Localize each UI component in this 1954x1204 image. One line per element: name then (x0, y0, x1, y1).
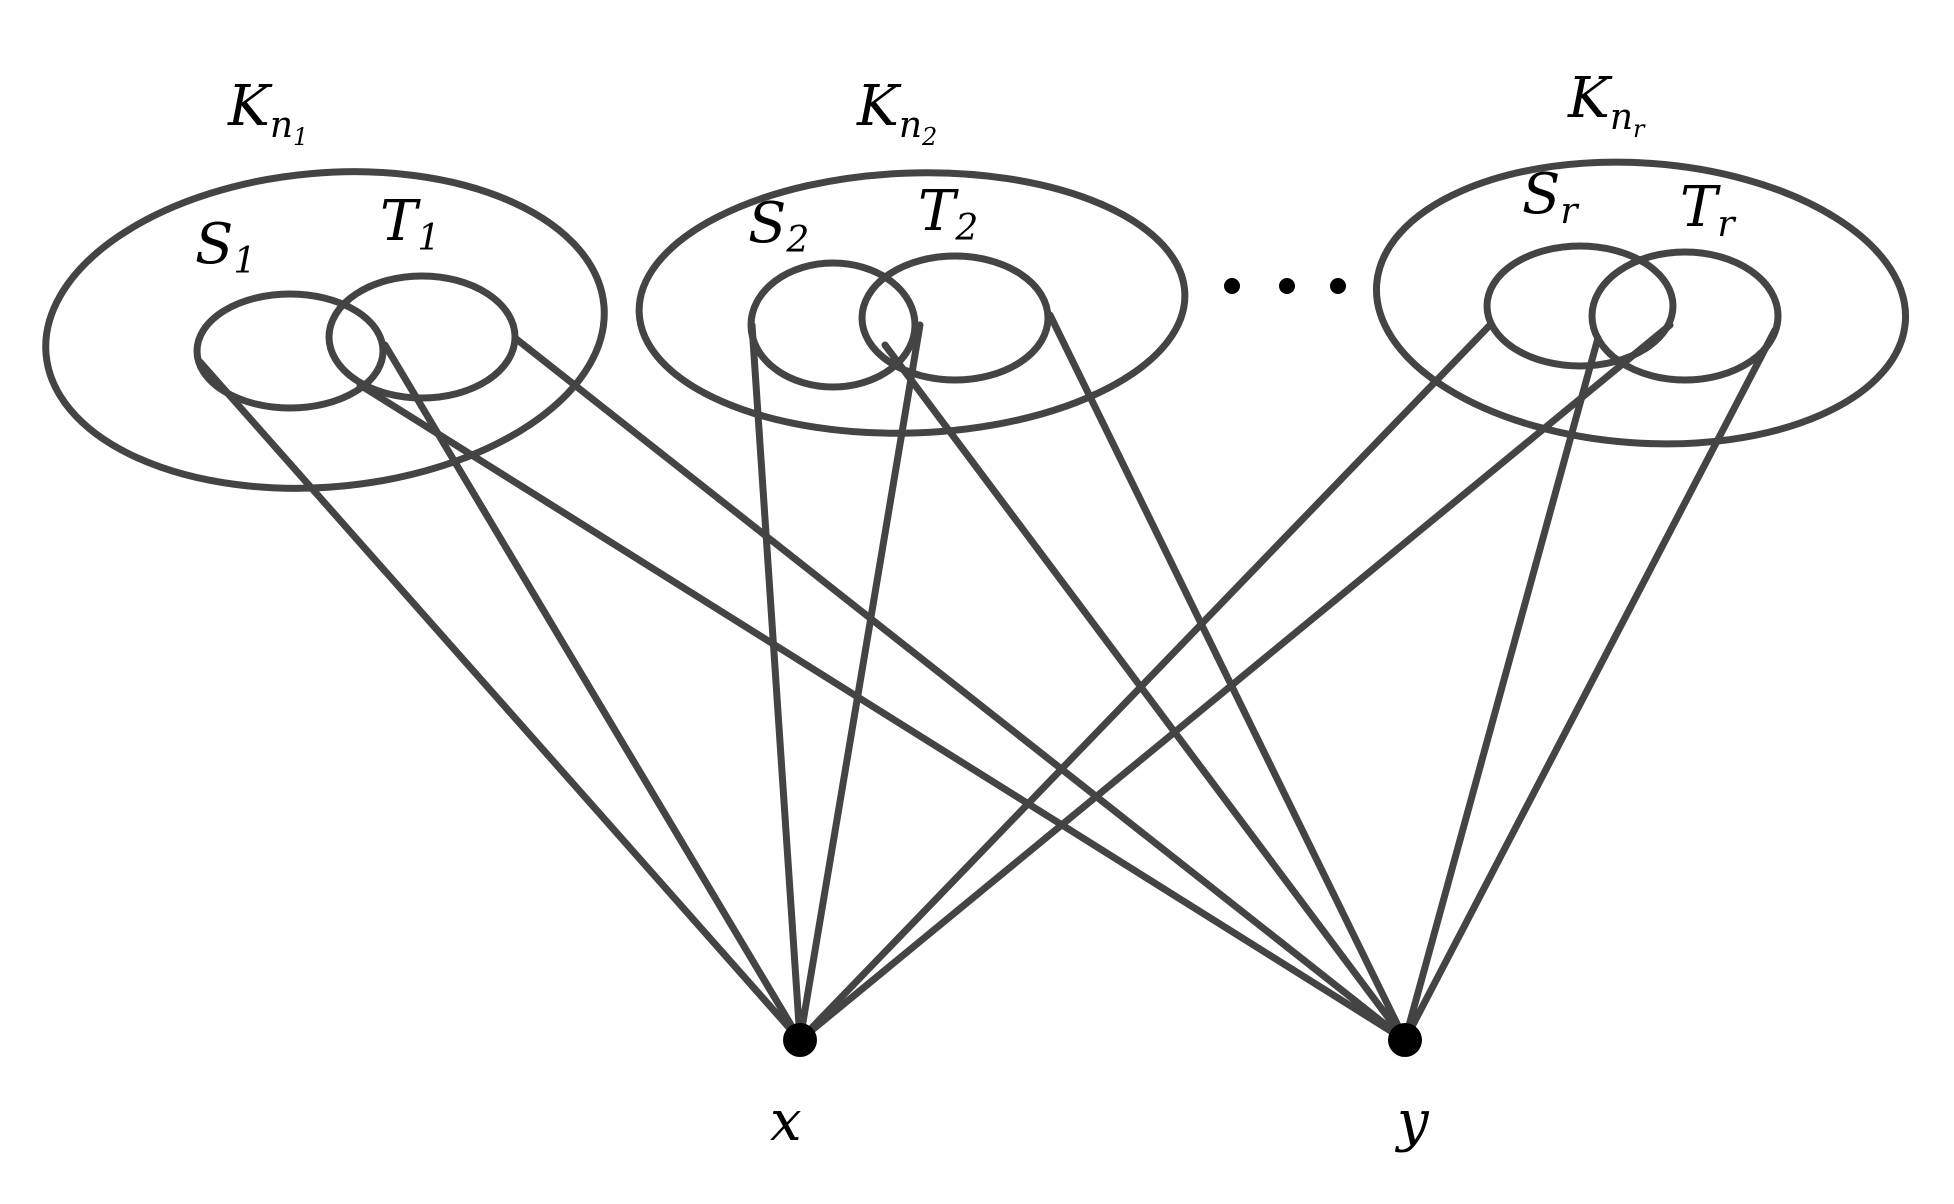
edge-sr-x (796, 321, 1494, 1044)
t2-circle (858, 252, 1052, 384)
ellipsis-dots (1224, 278, 1346, 294)
clique-r (1372, 158, 1910, 448)
vertex-y (1388, 1023, 1422, 1057)
clique-1-label: Kn1 (227, 74, 308, 151)
s1-label: S1 (195, 212, 256, 282)
t2-label: T2 (918, 179, 978, 249)
vertex-x (783, 1023, 817, 1057)
vertex-y-label: y (1394, 1089, 1430, 1154)
edge-sr-y (1401, 334, 1602, 1044)
clique-r-label: Knr (1567, 66, 1646, 143)
clique-r-outer (1372, 158, 1910, 448)
t1-circle (325, 272, 519, 402)
ellipsis-dot (1330, 278, 1346, 294)
t1-label: T1 (380, 189, 440, 259)
clique-1 (42, 168, 608, 492)
tr-circle (1588, 248, 1782, 384)
clique-2-outer (635, 169, 1189, 437)
edge-t1-x (381, 341, 804, 1044)
s1-circle (193, 290, 387, 412)
ellipsis-dot (1279, 278, 1295, 294)
edge-s2-y (881, 341, 1409, 1044)
edge-t1-y (511, 334, 1409, 1044)
edge-s1-y (356, 381, 1409, 1044)
sr-label: Sr (1522, 162, 1579, 232)
sr-circle (1483, 242, 1677, 370)
edge-tr-x (796, 321, 1674, 1044)
clique-2-label: Kn2 (856, 74, 937, 151)
edge-tr-y (1401, 326, 1779, 1044)
s2-label: S2 (748, 191, 809, 261)
vertex-x-label: x (770, 1089, 802, 1154)
edge-t2-x (796, 321, 924, 1044)
edge-t2-y (1046, 311, 1409, 1044)
tr-label: Tr (1680, 175, 1736, 245)
clique-1-outer (42, 168, 608, 492)
ellipsis-dot (1224, 278, 1240, 294)
clique-2 (635, 169, 1189, 437)
s2-circle (747, 259, 919, 391)
edge-s1-x (196, 358, 804, 1044)
edges (196, 311, 1779, 1044)
edge-s2-x (748, 321, 804, 1044)
